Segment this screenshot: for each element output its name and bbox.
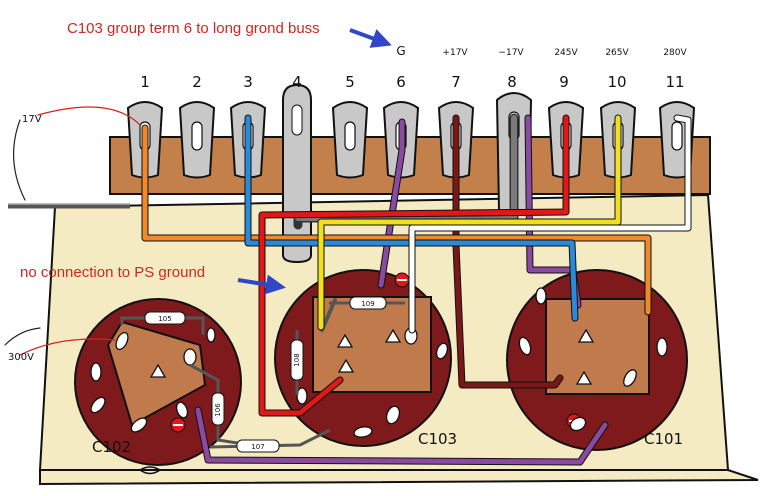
- chassis-clip: [139, 466, 162, 475]
- annotation-middle: no connection to PS ground: [20, 264, 205, 281]
- resistor-107: [236, 439, 280, 453]
- resistor-106: [211, 392, 225, 426]
- label-300v: 300V: [8, 352, 34, 363]
- terminal-number: 2: [192, 73, 202, 91]
- wire-left-loop: [13, 119, 26, 201]
- wire-300v-left: [19, 338, 116, 356]
- terminal-number: 9: [559, 73, 569, 91]
- terminal-number: 5: [345, 73, 355, 91]
- resistor-106-label: 106: [214, 403, 222, 417]
- terminal-number: 11: [665, 73, 684, 91]
- wires: [4, 106, 692, 466]
- resistor-109: [349, 296, 387, 310]
- resistor-108: [290, 339, 304, 381]
- terminal-number: 3: [243, 73, 253, 91]
- terminal-number: 8: [507, 73, 517, 91]
- annotation-top: C103 group term 6 to long grond buss: [67, 20, 320, 37]
- terminal-number: 1: [140, 73, 150, 91]
- resistor-107-label: 107: [251, 443, 264, 451]
- voltage-label: +17V: [442, 48, 468, 58]
- resistor-108-label: 108: [293, 353, 301, 366]
- label-c102: C102: [92, 438, 131, 456]
- terminal-number: 6: [396, 73, 406, 91]
- chassis-board-edge: [39, 469, 759, 486]
- resistor-109-label: 109: [361, 300, 374, 308]
- terminal-voltages: G +17V −17V 245V 265V 280V: [396, 44, 687, 58]
- terminal-number: 7: [451, 73, 461, 91]
- voltage-label: 245V: [554, 48, 578, 58]
- terminal-number: 4: [292, 73, 302, 91]
- annotation-middle-arrow: [237, 274, 286, 295]
- voltage-label: −17V: [498, 48, 524, 58]
- label-17v: 17V: [22, 114, 42, 125]
- capacitor-c101: [506, 269, 688, 451]
- resistor-105: [144, 311, 186, 325]
- terminal-number: 10: [607, 73, 626, 91]
- wire-17v-left: [37, 106, 141, 126]
- voltage-label: 280V: [663, 48, 687, 58]
- resistors: [120, 296, 405, 453]
- terminal-numbers: 1 2 3 4 5 6 7 8 9 10 11: [140, 73, 684, 91]
- voltage-label: 265V: [605, 48, 629, 58]
- voltage-label: G: [396, 44, 405, 58]
- label-c101: C101: [644, 430, 683, 448]
- annotation-top-arrow: [349, 28, 392, 48]
- resistor-105-label: 105: [158, 315, 171, 323]
- label-c103: C103: [418, 430, 457, 448]
